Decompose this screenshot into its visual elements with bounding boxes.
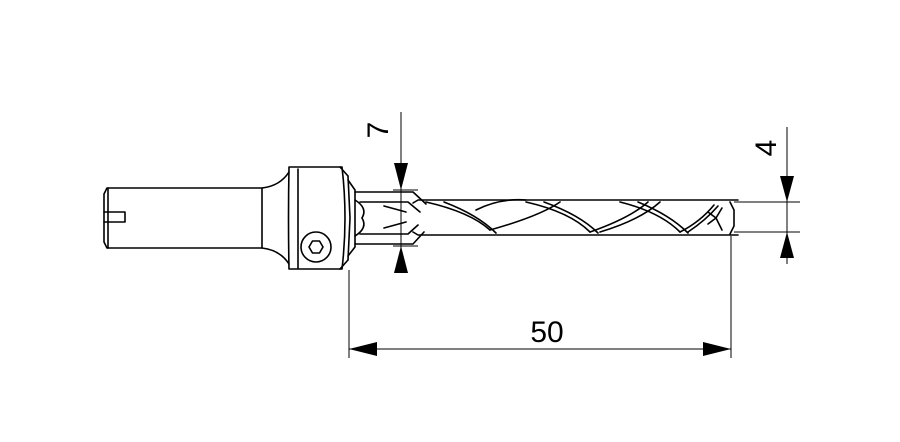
shank (103, 171, 290, 265)
arrowhead-top (394, 163, 408, 190)
collar-diameter-label: 7 (362, 122, 395, 139)
arrowhead-bottom (780, 232, 794, 258)
collar-diameter-dimension: 7 (362, 112, 418, 273)
length-dimension: 50 (348, 236, 732, 358)
arrowhead-right (703, 342, 731, 356)
countersink-cutter (354, 191, 427, 245)
bit-diameter-label: 4 (750, 140, 783, 157)
collar (287, 166, 356, 270)
bit-diameter-dimension: 4 (734, 127, 800, 264)
arrowhead-left (349, 342, 377, 356)
length-label: 50 (530, 316, 563, 349)
arrowhead-bottom (394, 246, 408, 273)
hex-screw-icon (300, 231, 332, 263)
arrowhead-top (780, 176, 794, 202)
drill-body (412, 198, 739, 236)
